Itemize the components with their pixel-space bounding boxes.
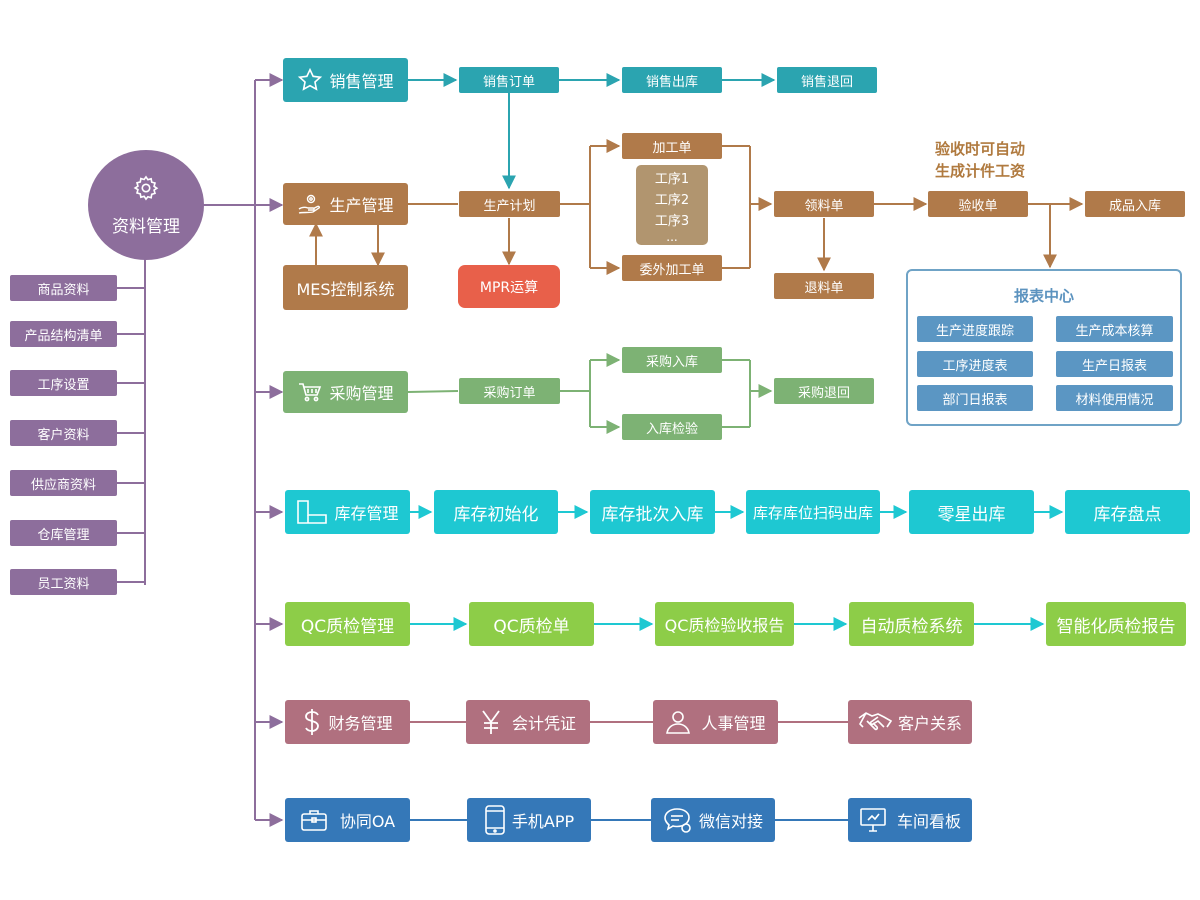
- left-item-supplier[interactable]: 供应商资料: [10, 470, 117, 496]
- report-item[interactable]: 工序进度表: [917, 351, 1033, 377]
- report-item[interactable]: 生产日报表: [1056, 351, 1173, 377]
- piece-wage-note: 验收时可自动 生成计件工资: [934, 140, 1025, 180]
- sales-management-button[interactable]: 销售管理: [283, 58, 408, 102]
- customer-relations-node[interactable]: 客户关系: [848, 700, 972, 744]
- purchase-in-node[interactable]: 采购入库: [622, 347, 722, 373]
- core-data-management-node[interactable]: 资料管理: [88, 150, 204, 260]
- mes-control-system-node[interactable]: MES控制系统: [283, 265, 408, 310]
- left-item-staff[interactable]: 员工资料: [10, 569, 117, 595]
- inventory-init-node[interactable]: 库存初始化: [434, 490, 558, 534]
- gear-icon: [132, 174, 160, 206]
- sub-process-item: 工序3: [654, 213, 690, 229]
- left-item-goods[interactable]: 商品资料: [10, 275, 117, 301]
- sales-outbound-node[interactable]: 销售出库: [622, 67, 722, 93]
- report-center-panel: 报表中心 生产进度跟踪 生产成本核算 工序进度表 生产日报表 部门日报表 材料使…: [906, 269, 1182, 426]
- report-item[interactable]: 部门日报表: [917, 385, 1033, 411]
- inbound-inspection-node[interactable]: 入库检验: [622, 414, 722, 440]
- finance-management-button[interactable]: 财务管理: [285, 700, 410, 744]
- outsource-order-node[interactable]: 委外加工单: [622, 255, 722, 281]
- wechat-integration-node[interactable]: 微信对接: [651, 798, 775, 842]
- hr-management-node[interactable]: 人事管理: [653, 700, 778, 744]
- phone-icon: [484, 804, 506, 836]
- hand-gear-icon: [297, 192, 323, 216]
- left-item-process[interactable]: 工序设置: [10, 370, 117, 396]
- smart-qc-report-node[interactable]: 智能化质检报告: [1046, 602, 1186, 646]
- purchase-management-button[interactable]: 采购管理: [283, 371, 408, 413]
- report-item[interactable]: 生产进度跟踪: [917, 316, 1033, 342]
- sporadic-outbound-node[interactable]: 零星出库: [909, 490, 1034, 534]
- collaborative-oa-button[interactable]: 协同OA: [285, 798, 410, 842]
- chat-icon: [663, 806, 693, 834]
- core-label: 资料管理: [112, 216, 180, 237]
- report-center-title: 报表中心: [1013, 287, 1074, 305]
- report-item[interactable]: 生产成本核算: [1056, 316, 1173, 342]
- handshake-icon: [858, 710, 892, 734]
- monitor-icon: [859, 807, 887, 833]
- purchase-return-node[interactable]: 采购退回: [774, 378, 874, 404]
- star-icon: [297, 67, 323, 93]
- material-return-node[interactable]: 退料单: [774, 273, 874, 299]
- finished-goods-in-node[interactable]: 成品入库: [1085, 191, 1185, 217]
- sub-process-list: 工序1 工序2 工序3 ...: [636, 165, 708, 245]
- warehouse-icon: [296, 499, 328, 525]
- material-picking-node[interactable]: 领料单: [774, 191, 874, 217]
- qc-form-node[interactable]: QC质检单: [469, 602, 594, 646]
- sub-process-item: 工序2: [654, 192, 690, 208]
- process-order-node[interactable]: 加工单: [622, 133, 722, 159]
- inventory-batch-in-node[interactable]: 库存批次入库: [590, 490, 715, 534]
- dollar-icon: [302, 708, 322, 736]
- qc-acceptance-report-node[interactable]: QC质检验收报告: [655, 602, 794, 646]
- auto-qc-system-node[interactable]: 自动质检系统: [849, 602, 974, 646]
- stocktake-node[interactable]: 库存盘点: [1065, 490, 1190, 534]
- report-item[interactable]: 材料使用情况: [1056, 385, 1173, 411]
- left-item-customer[interactable]: 客户资料: [10, 420, 117, 446]
- sub-process-ellipsis: ...: [666, 229, 678, 244]
- sales-return-node[interactable]: 销售退回: [777, 67, 877, 93]
- cart-icon: [297, 380, 323, 404]
- production-management-button[interactable]: 生产管理: [283, 183, 408, 225]
- production-plan-node[interactable]: 生产计划: [459, 191, 560, 217]
- briefcase-icon: [300, 808, 328, 832]
- acceptance-node[interactable]: 验收单: [928, 191, 1028, 217]
- left-item-warehouse[interactable]: 仓库管理: [10, 520, 117, 546]
- sub-process-item: 工序1: [654, 171, 690, 187]
- left-item-bom[interactable]: 产品结构清单: [10, 321, 117, 347]
- sales-order-node[interactable]: 销售订单: [459, 67, 559, 93]
- mobile-app-node[interactable]: 手机APP: [467, 798, 591, 842]
- inventory-scan-out-node[interactable]: 库存库位扫码出库: [746, 490, 880, 534]
- workshop-kanban-node[interactable]: 车间看板: [848, 798, 972, 842]
- mpr-calc-node[interactable]: MPR运算: [458, 265, 560, 308]
- person-icon: [665, 709, 691, 735]
- qc-management-button[interactable]: QC质检管理: [285, 602, 410, 646]
- purchase-order-node[interactable]: 采购订单: [459, 378, 560, 404]
- inventory-management-button[interactable]: 库存管理: [285, 490, 410, 534]
- yen-icon: [480, 709, 502, 735]
- accounting-voucher-node[interactable]: 会计凭证: [466, 700, 590, 744]
